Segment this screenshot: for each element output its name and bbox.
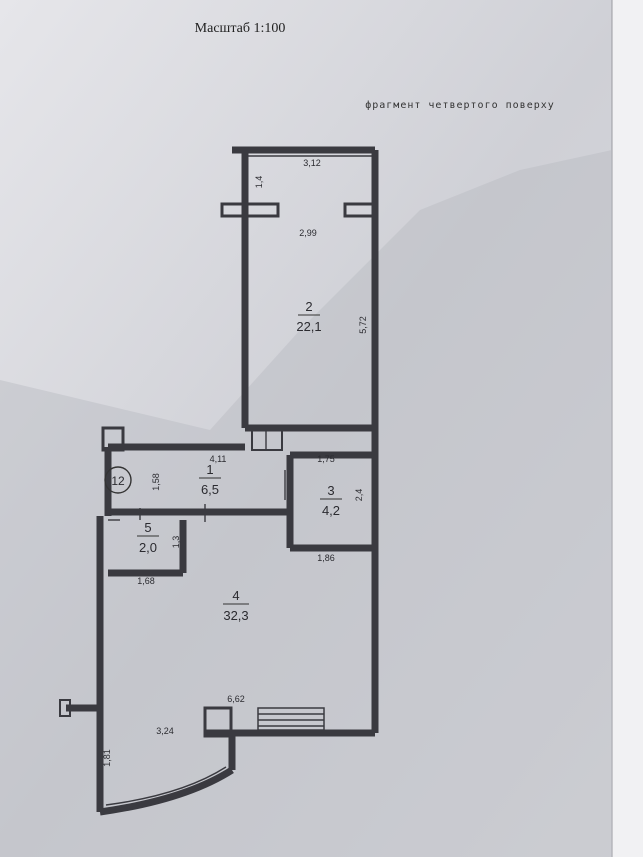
room2-door-opening	[251, 427, 283, 451]
room-5-number: 5	[144, 520, 151, 535]
balcony-left-pier	[220, 202, 280, 218]
room-3-area: 4,2	[322, 503, 340, 518]
shadow-overlay	[0, 150, 612, 857]
room-5-label: 5 2,0	[137, 520, 159, 555]
bay-right-pier	[203, 706, 233, 738]
dim-bath-length: 2,4	[354, 489, 364, 502]
room-4-number: 4	[232, 588, 239, 603]
dim-corridor-width: 4,11	[210, 454, 227, 464]
scale-label: Масштаб 1:100	[195, 21, 286, 36]
room-2-area: 22,1	[296, 319, 321, 334]
dim-bath-bottom: 1,86	[317, 553, 335, 563]
axis-marker-label: 12	[111, 474, 125, 488]
dim-room2-length: 5,72	[358, 316, 368, 334]
room-5-area: 2,0	[139, 540, 157, 555]
dim-room4-width: 6,62	[227, 694, 245, 704]
bay-curved-wall	[99, 767, 234, 816]
dim-balcony-width: 3,12	[303, 158, 321, 168]
dim-bay-width: 3,24	[156, 726, 174, 736]
window-unit	[257, 707, 325, 731]
dim-corridor-depth: 1,58	[151, 473, 161, 491]
axis-marker-circle	[104, 466, 132, 494]
balcony-right-pier	[343, 202, 375, 218]
dim-room2-width: 2,99	[299, 228, 317, 238]
adjacent-page-edge	[612, 0, 643, 857]
dim-balcony-depth: 1,4	[254, 176, 264, 189]
fragment-label: фрагмент четвертого поверху	[365, 99, 555, 111]
room-1-number: 1	[206, 462, 213, 477]
entrance-jamb	[101, 426, 125, 452]
room-1-label: 1 6,5	[199, 462, 221, 497]
room-4-label: 4 32,3	[223, 588, 249, 623]
room-4-area: 32,3	[223, 608, 248, 623]
room-1-area: 6,5	[201, 482, 219, 497]
room-2-label: 2 22,1	[296, 299, 321, 334]
dim-storage-width: 1,68	[137, 576, 155, 586]
walls	[59, 146, 379, 816]
room-3-number: 3	[327, 483, 334, 498]
dim-bath-width: 1,75	[317, 454, 335, 464]
room-3-label: 3 4,2	[320, 483, 342, 518]
dim-bay-depth: 1,81	[102, 749, 112, 767]
dim-storage-depth: 1,3	[171, 536, 181, 549]
room-2-number: 2	[305, 299, 312, 314]
dimension-labels: 3,12 1,4 2,99 5,72 4,11 1,58 1,75 2,4 1,…	[102, 158, 368, 767]
